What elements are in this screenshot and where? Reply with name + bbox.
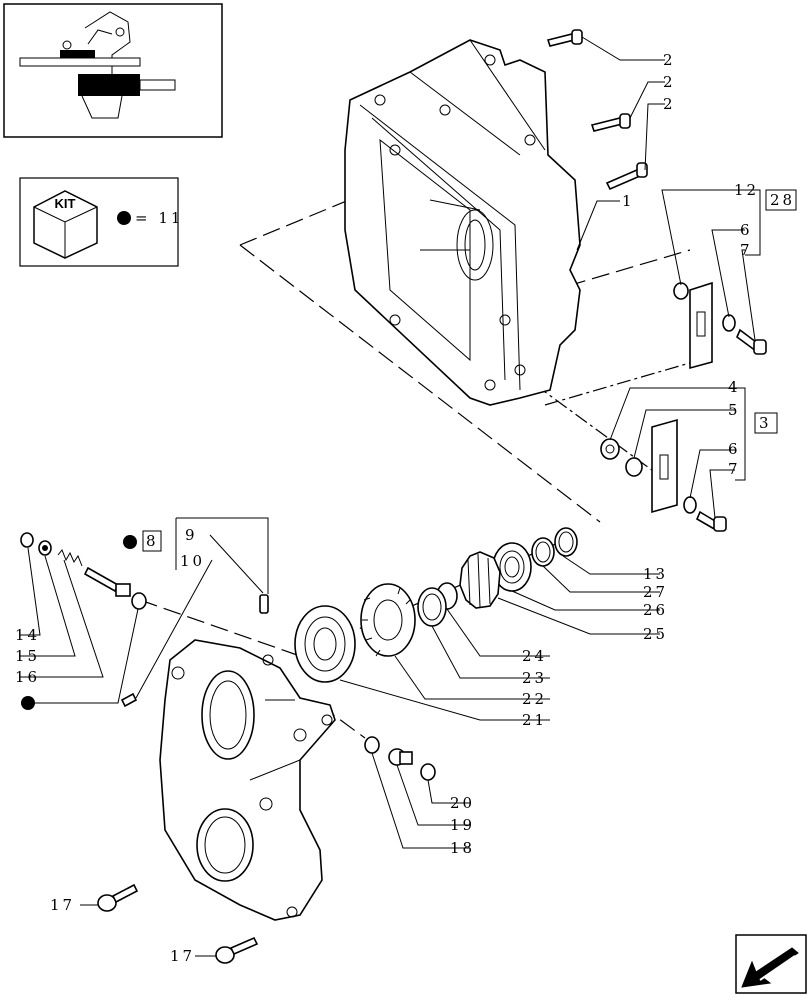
callout-13: 13 (643, 565, 668, 583)
callout-2: 2 (663, 51, 676, 69)
callout-16: 16 (15, 668, 40, 686)
callout-17: 17 (50, 896, 75, 914)
callout-5: 5 (728, 401, 741, 419)
callout-27: 27 (643, 583, 668, 601)
screw-2c[interactable] (605, 162, 648, 191)
ring-18[interactable] (364, 736, 380, 754)
callout-10: 10 (180, 552, 205, 570)
bracket-28 (765, 189, 797, 211)
callout-6: 6 (728, 440, 741, 458)
kit-label: KIT (55, 196, 76, 211)
bearing-21[interactable] (294, 605, 356, 683)
bracket-3 (754, 412, 778, 434)
callout-28: 28 (770, 191, 795, 209)
next-page-arrow-icon[interactable] (735, 934, 807, 994)
bracket-8 (142, 530, 162, 552)
callout-18: 18 (450, 839, 475, 857)
screw-17a[interactable] (97, 883, 139, 912)
callout-labels: 2 2 2 1 12 28 6 7 4 5 3 6 7 13 27 26 25 … (15, 51, 795, 965)
kit-marker-dot (21, 696, 35, 710)
spring-16[interactable] (57, 549, 83, 567)
callout-14: 14 (15, 626, 40, 644)
main-housing[interactable] (344, 39, 581, 406)
callout-21: 21 (522, 711, 547, 729)
gear-25[interactable] (459, 551, 501, 609)
callout-2: 2 (663, 73, 676, 91)
dowel-pin-10[interactable] (120, 692, 138, 708)
clip-20[interactable] (420, 763, 436, 781)
upper-plate-assembly[interactable] (673, 281, 767, 370)
screw-2a[interactable] (546, 29, 583, 47)
leader-lines (20, 36, 761, 957)
dowel-pin-9[interactable] (259, 594, 269, 614)
callout-15: 15 (15, 647, 40, 665)
circlip-14[interactable] (20, 532, 34, 548)
plunger-rod[interactable] (83, 566, 147, 610)
gear-22[interactable] (360, 583, 416, 657)
callout-24: 24 (522, 647, 547, 665)
callout-23: 23 (522, 669, 547, 687)
callout-12: 12 (734, 181, 759, 199)
ring-13[interactable] (554, 527, 578, 557)
ring-23[interactable] (417, 587, 447, 627)
kit-cube-icon: KIT (33, 190, 98, 259)
callout-17: 17 (170, 947, 195, 965)
callout-19: 19 (450, 816, 475, 834)
callout-8: 8 (146, 532, 159, 550)
screw-17b[interactable] (215, 936, 259, 964)
end-cover[interactable] (159, 639, 336, 921)
kit-marker-dot (123, 535, 137, 549)
lower-plate-assembly[interactable] (600, 418, 727, 532)
location-thumbnail[interactable] (3, 3, 223, 138)
callout-9: 9 (185, 526, 198, 544)
callout-22: 22 (522, 690, 547, 708)
callout-3: 3 (759, 414, 772, 432)
callout-7: 7 (728, 460, 741, 478)
callout-1: 1 (622, 192, 635, 210)
plug-19[interactable] (388, 748, 413, 766)
kit-legend: KIT = 11 (19, 177, 183, 267)
ball-15[interactable] (38, 540, 52, 556)
kit-legend-text: = 11 (135, 209, 183, 227)
ring-27[interactable] (531, 537, 555, 567)
callout-20: 20 (450, 794, 475, 812)
bearing-26[interactable] (492, 542, 532, 592)
callout-26: 26 (643, 601, 668, 619)
kit-dot-icon (117, 211, 131, 225)
callout-4: 4 (728, 378, 741, 396)
callout-7: 7 (740, 241, 753, 259)
screw-2b[interactable] (590, 113, 631, 132)
callout-6: 6 (740, 221, 753, 239)
callout-2: 2 (663, 95, 676, 113)
callout-25: 25 (643, 625, 668, 643)
